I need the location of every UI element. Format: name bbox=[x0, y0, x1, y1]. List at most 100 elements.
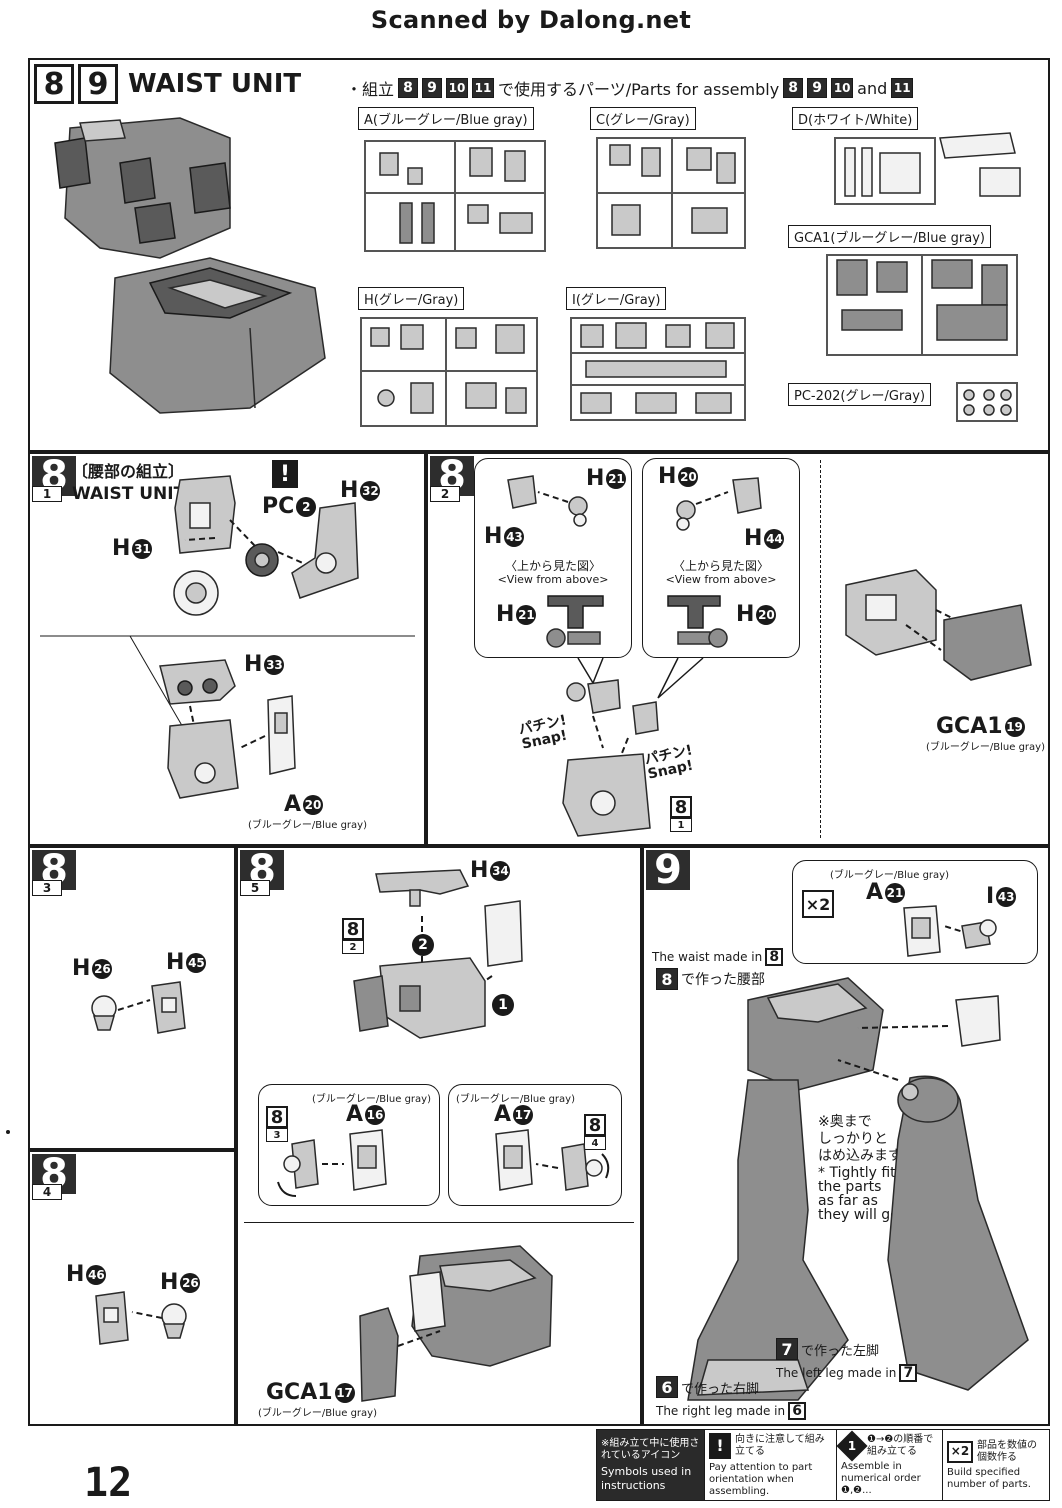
ref-step-8-2: 8 2 bbox=[342, 918, 364, 954]
caption-en-step-8: 8 bbox=[783, 78, 804, 98]
ref-8-3-step: 8 bbox=[266, 1106, 288, 1128]
left-leg-label: 7 で作った左脚 The left leg made in 7 bbox=[776, 1338, 918, 1382]
left-leg-en-step: 7 bbox=[899, 1364, 918, 1382]
step-8-5-sub-num: 5 bbox=[250, 881, 260, 895]
assembled-frame bbox=[167, 719, 239, 799]
gca1-17-part bbox=[359, 1307, 399, 1402]
caption-step-11: 11 bbox=[472, 78, 495, 98]
i43-number: 43 bbox=[996, 886, 1017, 907]
a21-letter: A bbox=[866, 880, 884, 905]
a16-color: (ブルーグレー/Blue gray) bbox=[312, 1094, 431, 1105]
step-8-4-sub-num: 4 bbox=[42, 1185, 52, 1199]
h21-top-letter: H bbox=[496, 602, 515, 627]
step-8-2-illustration bbox=[507, 475, 762, 837]
h31-number: 31 bbox=[132, 538, 153, 559]
torso-frame-part bbox=[845, 569, 937, 656]
h26-a-number: 26 bbox=[92, 958, 113, 979]
legend-attention-row: ! 向きに注意して組み立てる bbox=[709, 1432, 832, 1459]
step-8-3-sub-num: 3 bbox=[42, 881, 52, 895]
step-8-4-illustration bbox=[95, 1291, 187, 1345]
step-8-3-illustration bbox=[91, 981, 186, 1034]
pc2-part bbox=[245, 543, 279, 577]
h44-letter: H bbox=[744, 526, 763, 551]
ref-8-1-sub: 1 bbox=[670, 818, 692, 832]
step-8-1-illustration bbox=[40, 475, 415, 799]
step-9-number: 9 bbox=[646, 847, 690, 893]
waist-label-en: The waist made in 8 bbox=[652, 948, 784, 966]
view-right-jp: 〈上から見た図〉 bbox=[672, 559, 769, 573]
legend-multi-cell: ×2 部品を数値の個数作る Build specified number of … bbox=[943, 1430, 1049, 1500]
view-label-left: 〈上から見た図〉<View from above> bbox=[496, 559, 610, 586]
legend-order-cell: 1 ❶→❷の順番で組み立てる Assemble in numerical ord… bbox=[836, 1429, 943, 1500]
ref-8-1-step: 8 bbox=[670, 796, 692, 818]
runner-h-diagram bbox=[360, 317, 538, 427]
gca1-17-color: (ブルーグレー/Blue gray) bbox=[258, 1408, 377, 1419]
waist-armor-part bbox=[109, 257, 326, 414]
caption-step-10: 10 bbox=[446, 78, 469, 98]
waist-jp-step: 8 bbox=[656, 968, 678, 990]
runner-a-diagram bbox=[364, 140, 546, 252]
step-8-5-sub: 5 bbox=[240, 880, 270, 896]
step-8-3-panel bbox=[28, 846, 236, 1150]
runner-pc202-diagram bbox=[956, 382, 1018, 422]
caption-step-8: 8 bbox=[398, 78, 419, 98]
left-leg-en-row: The left leg made in 7 bbox=[776, 1364, 918, 1382]
waist-frame-part bbox=[54, 117, 231, 259]
left-leg-jp-row: 7 で作った左脚 bbox=[776, 1338, 917, 1360]
view-right-en: <View from above> bbox=[665, 572, 777, 586]
right-leg-en: The right leg made in bbox=[656, 1404, 786, 1418]
legend-attention-jp: 向きに注意して組み立てる bbox=[735, 1433, 825, 1457]
right-leg-en-step: 6 bbox=[788, 1402, 807, 1420]
legend-symbols-jp: ※組み立て中に使用されているアイコン bbox=[601, 1438, 700, 1462]
h32-number: 32 bbox=[360, 480, 381, 501]
h20-letter: H bbox=[658, 464, 677, 489]
view-label-right: 〈上から見た図〉<View from above> bbox=[664, 559, 778, 586]
runner-i-label: I(グレー/Gray) bbox=[566, 287, 667, 310]
pc-letter: PC bbox=[262, 494, 295, 519]
legend-order-jp: ❶→❷の順番で組み立てる bbox=[867, 1433, 934, 1457]
caption-and: and bbox=[857, 78, 888, 98]
waist-jp-text: で作った腰部 bbox=[681, 972, 765, 988]
step-9-color: (ブルーグレー/Blue gray) bbox=[830, 870, 949, 881]
h21-number: 21 bbox=[606, 468, 627, 489]
a20-number: 20 bbox=[303, 794, 324, 815]
i43-letter: I bbox=[986, 884, 995, 909]
caption-en-step-10: 10 bbox=[831, 78, 854, 98]
h21-letter: H bbox=[586, 466, 605, 491]
h20-top-letter: H bbox=[736, 602, 755, 627]
waist-label-jp: 8 で作った腰部 bbox=[656, 968, 765, 990]
h46-letter: H bbox=[66, 1262, 85, 1287]
legend-symbols-en: Symbols used in instructions bbox=[601, 1465, 692, 1492]
step-8-5-divider bbox=[244, 1222, 634, 1223]
legend-attention-cell: ! 向きに注意して組み立てる Pay attention to part ori… bbox=[705, 1430, 837, 1500]
h26-b-letter: H bbox=[160, 1270, 179, 1295]
step-9-box: 9 bbox=[78, 64, 118, 104]
step-8-2-sub: 2 bbox=[430, 486, 460, 502]
gca1-17-letter: GCA1 bbox=[266, 1380, 333, 1405]
h20-number: 20 bbox=[678, 466, 699, 487]
caption-step-9: 9 bbox=[422, 78, 443, 98]
h26-a-letter: H bbox=[72, 956, 91, 981]
h20-top-number: 20 bbox=[756, 604, 777, 625]
legend-order-icon: 1 bbox=[836, 1429, 868, 1462]
step-8-5-top-illustration bbox=[353, 869, 523, 1039]
gca1-17-number: 17 bbox=[334, 1382, 355, 1403]
ref-8-2-sub: 2 bbox=[342, 940, 364, 954]
waist-unit-illustration bbox=[54, 117, 326, 414]
ref-step-8-3: 8 3 bbox=[266, 1106, 288, 1142]
a20-part bbox=[267, 695, 296, 775]
waist-assembly bbox=[747, 977, 884, 1091]
a17-number: 17 bbox=[513, 1104, 534, 1125]
step-8-2-sub-num: 2 bbox=[440, 487, 450, 501]
a20-letter: A bbox=[284, 792, 302, 817]
